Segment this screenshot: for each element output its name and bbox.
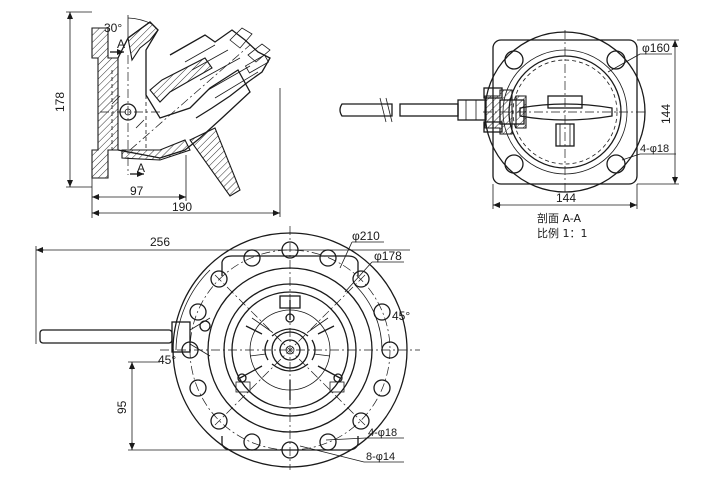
section-caption-scale: 比例 1：1 bbox=[537, 226, 588, 240]
dim-phi160-label: φ160 bbox=[642, 41, 670, 55]
section-bolt-hole bbox=[606, 50, 626, 70]
plan-lever bbox=[39, 329, 173, 344]
plan-view: 256 φ210 φ178 45° 45° 95 4-φ18 8-φ14 bbox=[35, 226, 420, 470]
side-diagonal-body bbox=[189, 127, 241, 197]
angle-label-30: 30° bbox=[104, 21, 122, 35]
side-flange bbox=[91, 27, 119, 179]
angle-label-left: 45° bbox=[158, 353, 176, 367]
section-lever-grip bbox=[339, 103, 393, 117]
dim-section-holes-label: 4-φ18 bbox=[640, 143, 669, 155]
section-bolt-hole bbox=[504, 50, 524, 70]
side-angled-seat bbox=[149, 57, 213, 103]
dim-97-label: 97 bbox=[130, 184, 144, 198]
angle-arc-right bbox=[354, 284, 383, 351]
section-bolt-hole bbox=[606, 154, 626, 174]
side-lower-wall bbox=[121, 139, 191, 161]
side-axis-line bbox=[129, 44, 251, 151]
angle-label-right: 45° bbox=[392, 309, 410, 323]
section-bolt-hole bbox=[504, 154, 524, 174]
dim-plan-holes-inner: 8-φ14 bbox=[366, 451, 395, 463]
dim-190-label: 190 bbox=[172, 200, 192, 214]
side-upper-wall bbox=[127, 21, 159, 62]
dim-144h-label: 144 bbox=[556, 191, 576, 205]
dim-178-label: 178 bbox=[53, 92, 67, 112]
dim-95-label: 95 bbox=[115, 400, 129, 414]
section-hub bbox=[484, 89, 513, 135]
dim-phi210-label: φ210 bbox=[352, 229, 380, 243]
dim-256-label: 256 bbox=[150, 235, 170, 249]
section-lever bbox=[399, 103, 459, 117]
section-view: φ160 144 4-φ18 144 剖面 A-A 比例 1：1 bbox=[339, 30, 679, 240]
dim-phi178-label: φ178 bbox=[374, 249, 402, 263]
section-disc bbox=[519, 103, 613, 121]
angle-arc-left bbox=[175, 269, 211, 351]
plan-spider-arms bbox=[239, 300, 341, 400]
dim-plan-holes-outer: 4-φ18 bbox=[368, 427, 397, 439]
side-bonnet-detail bbox=[184, 44, 259, 99]
dim-144v-label: 144 bbox=[659, 104, 673, 124]
section-caption-title: 剖面 A-A bbox=[537, 211, 582, 225]
side-view: 30° A A 178 97 190 bbox=[53, 11, 281, 218]
section-mark-top: A bbox=[117, 37, 125, 51]
section-mark-bottom: A bbox=[137, 161, 145, 175]
dim-phi160-leader bbox=[607, 53, 641, 73]
dim-phi210-leader bbox=[339, 241, 353, 269]
